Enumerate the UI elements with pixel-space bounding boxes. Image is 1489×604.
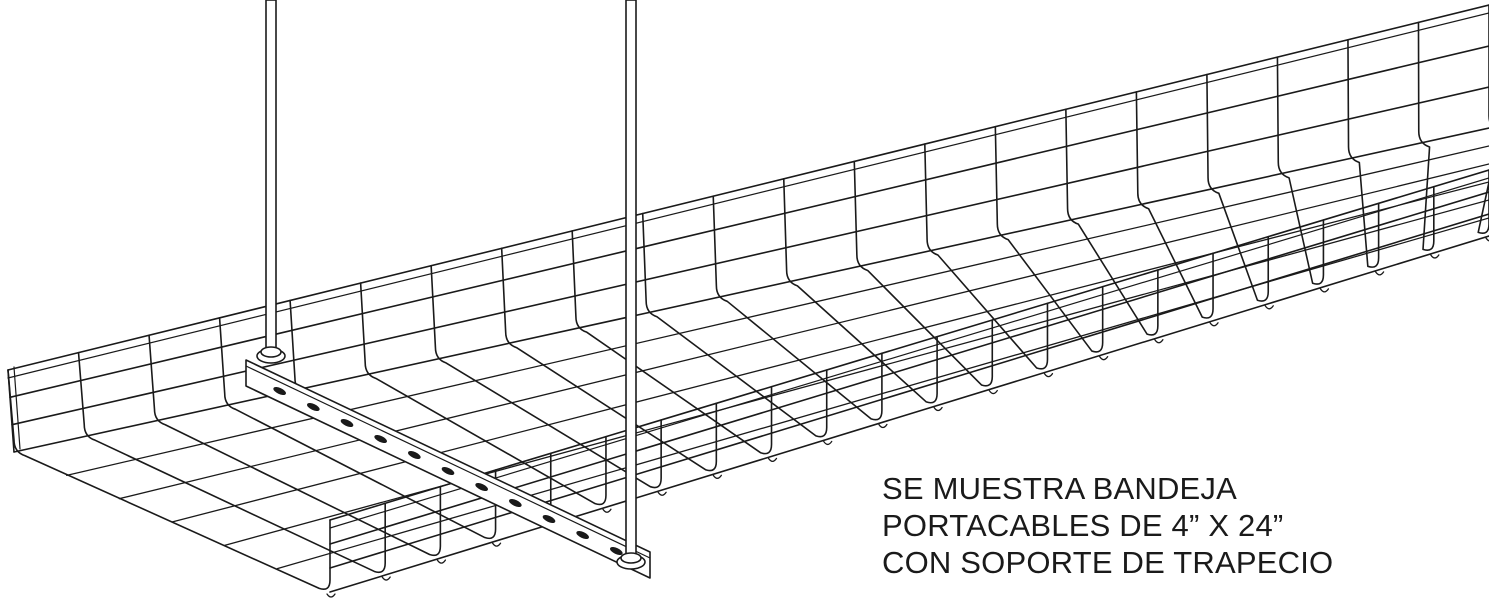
washer [260, 346, 282, 358]
transverse-u-wire [712, 195, 883, 421]
transverse-u-wire [853, 160, 994, 387]
transverse-u-wire [1206, 73, 1270, 302]
transverse-u-wire [1135, 91, 1214, 319]
wire-end-bend [602, 508, 612, 513]
threaded-rods [256, 0, 646, 570]
channel-slot [576, 530, 589, 540]
wire-end-bend [712, 474, 722, 479]
wire-end-bend [1374, 271, 1385, 276]
wire-end-bend [1209, 322, 1219, 327]
near-side-longitudinal-wire [329, 177, 1489, 529]
transverse-u-wire [1276, 56, 1325, 285]
caption-line-2: PORTACABLES DE 4” X 24” [882, 508, 1284, 543]
transverse-u-wire [924, 143, 1049, 370]
floor-longitudinal-wire [118, 163, 1489, 500]
near-side-longitudinal-wire [329, 235, 1489, 593]
channel-slot [610, 546, 623, 556]
transverse-u-wire [359, 282, 607, 506]
floor-longitudinal-wire [224, 199, 1489, 546]
channel-slot [340, 418, 354, 428]
wire-end-bend [1154, 339, 1164, 344]
drawing-caption: SE MUESTRA BANDEJA PORTACABLES DE 4” X 2… [882, 470, 1402, 581]
wire-end-bend [1043, 372, 1054, 378]
wire-end-bend [823, 440, 833, 446]
wire-end-bend [1099, 356, 1109, 361]
trapeze-support [245, 359, 651, 579]
channel-slot [509, 498, 522, 508]
channel-slot [408, 450, 421, 460]
channel-slot [441, 466, 455, 476]
wire-end-bend [1485, 237, 1489, 242]
caption-line-1: SE MUESTRA BANDEJA [882, 471, 1238, 506]
transverse-u-wire [641, 212, 828, 438]
wire-end-bend [1319, 288, 1330, 293]
transverse-u-wire [77, 351, 386, 574]
wire-end-bend [767, 457, 778, 463]
floor-longitudinal-wire [66, 145, 1489, 476]
transverse-u-wire [148, 334, 442, 557]
wire-end-bend [878, 423, 888, 429]
transverse-u-wire [500, 247, 718, 472]
transverse-u-wire [1417, 21, 1435, 251]
trapeze-channel-lip [245, 365, 651, 559]
floor-longitudinal-wire [171, 181, 1489, 523]
channel-slot [374, 434, 387, 444]
wire-end-bend [436, 559, 447, 564]
transverse-u-wire [7, 369, 331, 591]
channel-slot [307, 402, 320, 412]
transverse-u-wire [782, 178, 938, 404]
threaded-rod [265, 0, 277, 363]
transverse-u-wire [1347, 38, 1380, 268]
wire-end-bend [491, 542, 502, 547]
transverse-u-wire [571, 230, 773, 455]
wire-end-bend [988, 389, 998, 395]
wire-end-bend [381, 576, 391, 581]
far-side-longitudinal-wire [13, 127, 1489, 453]
transverse-u-wire [218, 317, 497, 540]
transverse-u-wire [1477, 4, 1489, 235]
end-wall-wire [7, 369, 15, 453]
channel-slot [475, 482, 488, 492]
far-side-longitudinal-wire [9, 45, 1489, 399]
floor-longitudinal-wire [276, 217, 1489, 570]
wire-end-bend [1430, 254, 1440, 259]
wire-end-bend [657, 491, 667, 496]
wire-end-bend [1264, 305, 1274, 310]
channel-slot [542, 514, 556, 524]
channel-slot [273, 386, 286, 396]
threaded-rod [625, 0, 637, 569]
near-side-longitudinal-wire [329, 191, 1489, 545]
transverse-u-wire [1065, 108, 1159, 336]
tray-wire-mesh [7, 4, 1489, 598]
transverse-u-wire [994, 125, 1104, 353]
wire-end-bend [326, 593, 336, 598]
caption-line-3: CON SOPORTE DE TRAPECIO [882, 545, 1334, 580]
wire-end-bend [933, 406, 943, 412]
end-wall-wire [13, 366, 21, 450]
washer [620, 552, 642, 564]
far-side-longitudinal-wire [7, 12, 1489, 379]
far-side-longitudinal-wire [7, 4, 1489, 371]
transverse-u-wire [430, 264, 662, 489]
